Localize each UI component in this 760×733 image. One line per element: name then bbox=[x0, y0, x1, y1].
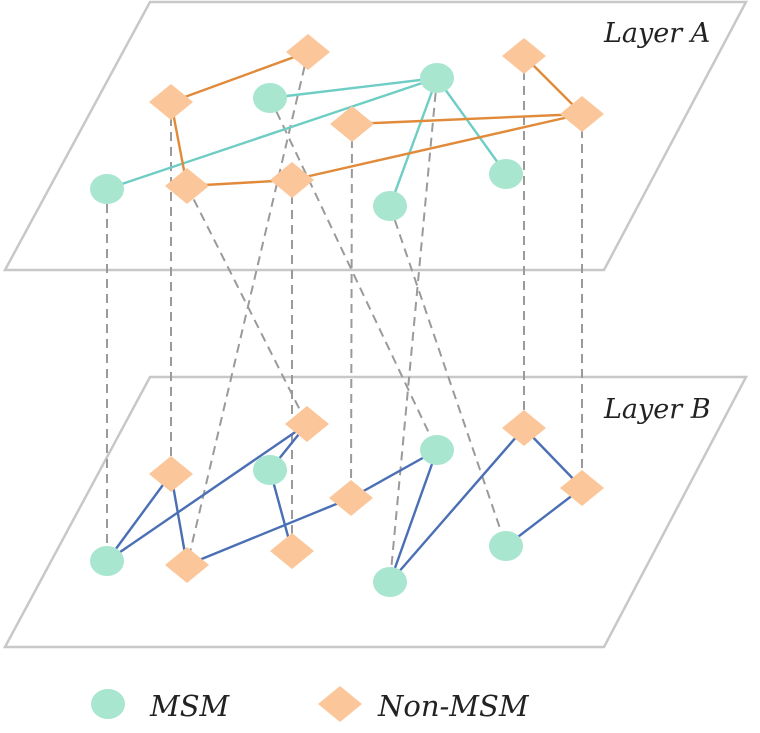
interlayer-link-a9-b11 bbox=[389, 77, 438, 583]
layer-a-plane bbox=[2, 0, 749, 272]
non-msm-node-b1 bbox=[149, 456, 193, 492]
msm-node-a10 bbox=[253, 83, 287, 113]
msm-node-b8 bbox=[90, 546, 124, 576]
layer-a-edge-a6-a5 bbox=[351, 112, 583, 126]
msm-node-a9 bbox=[420, 63, 454, 93]
legend-non-msm-label: Non-MSM bbox=[377, 689, 530, 723]
layer-b-nodes bbox=[90, 406, 604, 597]
non-msm-node-a3 bbox=[165, 168, 209, 204]
layer-a-edge-a9-a8 bbox=[106, 76, 438, 191]
legend-msm-marker bbox=[91, 689, 125, 719]
interlayer-link-a5-b5 bbox=[350, 123, 353, 499]
non-msm-node-b3 bbox=[270, 533, 314, 569]
non-msm-node-a2 bbox=[286, 34, 330, 70]
legend-non-msm-marker bbox=[318, 686, 362, 722]
interlayer-links bbox=[106, 51, 583, 583]
non-msm-node-a1 bbox=[149, 84, 193, 120]
layer-a-edge-a9-a11 bbox=[436, 77, 507, 175]
layer-a-edge-a6-a4 bbox=[291, 112, 583, 182]
non-msm-node-b2 bbox=[285, 406, 329, 442]
layer-b-edge-b10-b11 bbox=[388, 449, 439, 583]
layer-b-edge-b4-b5 bbox=[186, 496, 352, 567]
non-msm-node-a4 bbox=[270, 162, 314, 198]
layer-b-edge-b11-b6 bbox=[389, 427, 525, 583]
msm-node-b11 bbox=[373, 567, 407, 597]
layer-a-nodes bbox=[90, 34, 604, 221]
non-msm-node-a5 bbox=[330, 106, 374, 142]
layer-a-plane-group bbox=[2, 0, 749, 272]
layer-a-label: Layer A bbox=[603, 18, 710, 49]
legend-msm-label: MSM bbox=[149, 689, 231, 723]
non-msm-node-a7 bbox=[502, 38, 546, 74]
non-msm-node-b5 bbox=[329, 480, 373, 516]
msm-node-a8 bbox=[90, 174, 124, 204]
layer-b-label: Layer B bbox=[603, 394, 711, 425]
layer-a-edge-a1-a2 bbox=[170, 50, 309, 104]
non-msm-node-a6 bbox=[560, 96, 604, 132]
layer-b-edge-b8-b1 bbox=[106, 473, 172, 562]
msm-node-b12 bbox=[489, 531, 523, 561]
layer-a-edge-a9-a12 bbox=[388, 77, 439, 207]
msm-node-b9 bbox=[253, 455, 287, 485]
non-msm-node-b7 bbox=[560, 470, 604, 506]
layer-b-edge-b8-b2 bbox=[106, 423, 308, 562]
msm-node-a12 bbox=[373, 191, 407, 221]
msm-node-b10 bbox=[420, 435, 454, 465]
non-msm-node-b4 bbox=[165, 547, 209, 583]
interlayer-link-a10-b10 bbox=[269, 97, 438, 451]
msm-node-a11 bbox=[489, 159, 523, 189]
non-msm-node-b6 bbox=[502, 410, 546, 446]
layer-a-edge-a9-a10 bbox=[269, 76, 438, 100]
interlayer-link-a2-b4 bbox=[186, 51, 309, 566]
legend: MSM Non-MSM bbox=[91, 686, 530, 723]
